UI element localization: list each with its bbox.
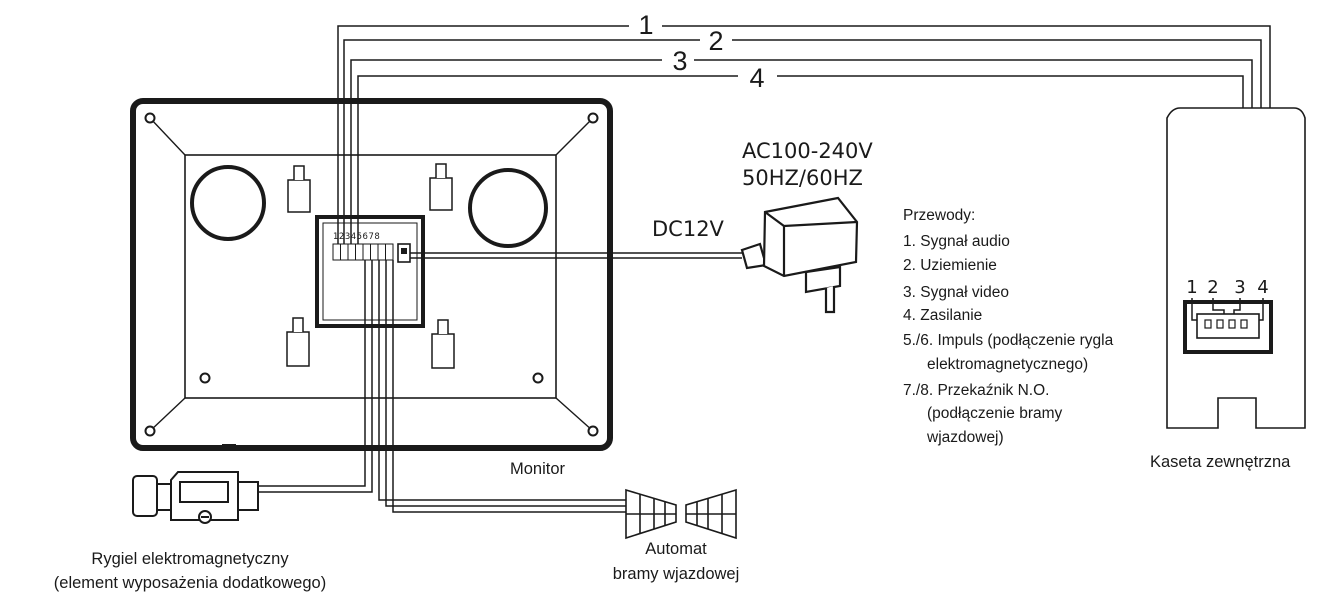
outdoor-pin-1: 1 — [1186, 277, 1197, 298]
terminal-digits: 12345678 — [333, 232, 380, 242]
terminal-box — [315, 215, 425, 328]
mount-hook-icon — [287, 165, 311, 213]
screw-icon — [587, 112, 599, 124]
mount-hook-icon — [431, 319, 455, 369]
outdoor-pin-4: 4 — [1257, 277, 1268, 298]
speaker-icon — [190, 165, 266, 241]
outdoor-unit-label: Kaseta zewnętrzna — [1150, 453, 1291, 471]
outdoor-pin-3: 3 — [1234, 277, 1245, 298]
legend-item: 7./8. Przekaźnik N.O. — [903, 382, 1049, 399]
mount-hook-icon — [429, 163, 453, 211]
legend-item: wjazdowej) — [926, 429, 1004, 446]
lock-gate-wires — [258, 260, 628, 513]
screw-icon — [144, 425, 156, 437]
speaker-icon — [468, 168, 548, 248]
legend-item: 1. Sygnał audio — [903, 233, 1010, 250]
lock-label-line2: (element wyposażenia dodatkowego) — [54, 574, 326, 592]
legend-item: 5./6. Impuls (podłączenie rygla — [903, 332, 1114, 349]
power-adapter-icon — [740, 196, 859, 314]
legend-item: 2. Uziemienie — [903, 257, 997, 274]
legend-item: 3. Sygnał video — [903, 284, 1009, 301]
wire-number-2: 2 — [708, 26, 723, 56]
legend-item: elektromagnetycznego) — [927, 356, 1088, 373]
screw-icon — [144, 112, 156, 124]
outdoor-connector — [1183, 300, 1273, 354]
gate-label-line1: Automat — [645, 540, 707, 558]
ac-frequency: 50HZ/60HZ — [742, 166, 863, 190]
monitor-inner-frame — [184, 154, 557, 399]
outdoor-unit-body — [1166, 107, 1306, 429]
gate-motor-icon — [625, 488, 737, 540]
wire-number-4: 4 — [749, 63, 764, 93]
legend-item: (podłączenie bramy — [927, 405, 1063, 422]
mount-hook-icon — [286, 317, 310, 367]
electromagnetic-lock-icon — [132, 471, 259, 524]
screw-icon — [199, 372, 211, 384]
monitor-label: Monitor — [510, 460, 566, 478]
dc-voltage: DC12V — [652, 217, 725, 241]
legend-title: Przewody: — [903, 207, 975, 224]
lock-label-line1: Rygiel elektromagnetyczny — [91, 550, 289, 568]
outdoor-pin-2: 2 — [1207, 277, 1218, 298]
outdoor-unit: 1 2 3 4 — [1166, 107, 1306, 429]
ac-voltage: AC100-240V — [742, 139, 873, 163]
gate-label-line2: bramy wjazdowej — [613, 565, 740, 583]
wire-number-3: 3 — [672, 46, 687, 76]
screw-icon — [532, 372, 544, 384]
screw-icon — [587, 425, 599, 437]
wire-legend: Przewody: 1. Sygnał audio 2. Uziemienie … — [903, 207, 1114, 446]
legend-item: 4. Zasilanie — [903, 307, 982, 324]
wire-number-1: 1 — [638, 10, 653, 40]
